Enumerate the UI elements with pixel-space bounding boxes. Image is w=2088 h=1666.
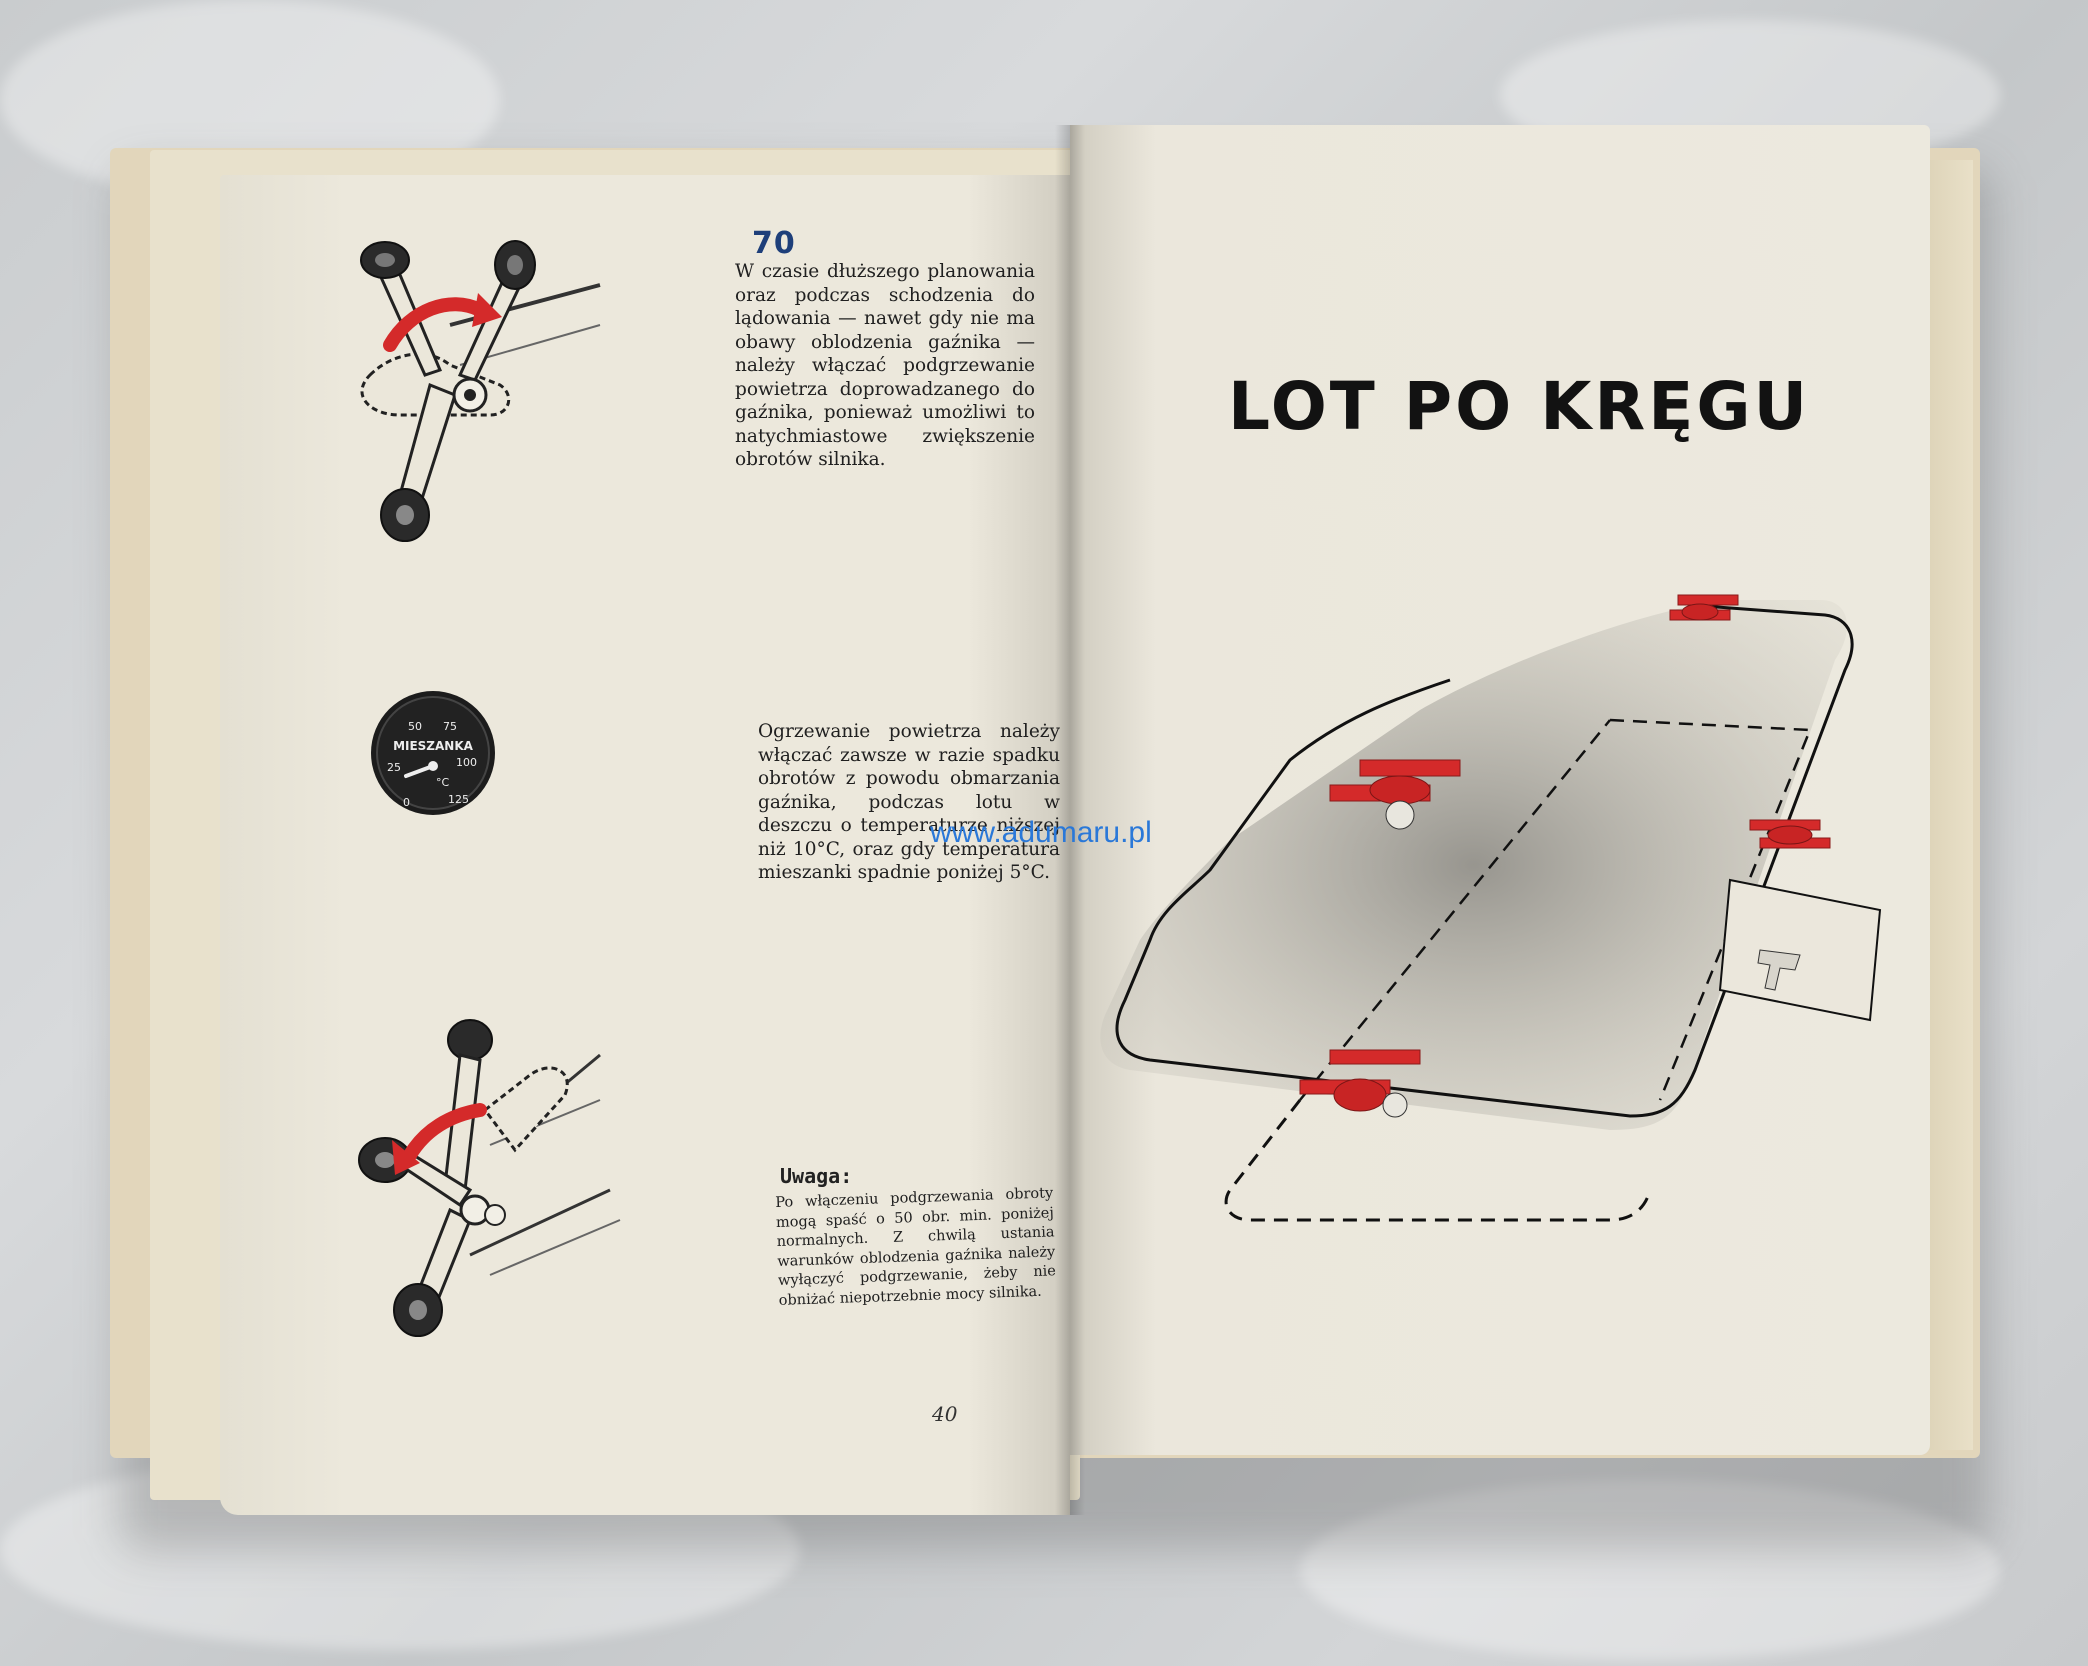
left-page	[220, 175, 1070, 1515]
paragraph-heating: Ogrzewanie powietrza należy włączać zaws…	[758, 721, 1060, 883]
page-number: 40	[932, 1402, 958, 1426]
section-number: 70	[752, 226, 796, 261]
heat-lever-off-illustration	[358, 1019, 621, 1337]
gauge-label: MIESZANKA	[393, 739, 474, 753]
gauge-tick-75: 75	[443, 720, 457, 733]
note-text: Po włączeniu podgrzewania obroty mogą sp…	[775, 1185, 1057, 1309]
paragraph-planning: W czasie dłuższego planowania oraz podcz…	[735, 261, 1035, 470]
watermark: www.adumaru.pl	[930, 816, 1152, 849]
page-edge-right	[1925, 160, 1973, 1450]
gauge-tick-100: 100	[456, 756, 477, 769]
gauge-tick-25: 25	[387, 761, 401, 774]
traffic-pattern-illustration	[1100, 594, 1882, 1222]
gauge-unit: °C	[436, 776, 450, 789]
mixture-temperature-gauge: 50 75 25 100 0 125 MIESZANKA °C	[371, 691, 495, 815]
heat-lever-on-illustration	[360, 240, 601, 542]
gauge-tick-125: 125	[448, 793, 469, 806]
note-title: Uwaga:	[780, 1164, 853, 1188]
biplane-left	[1329, 759, 1461, 830]
biplane-right	[1749, 819, 1831, 849]
gauge-tick-50: 50	[408, 720, 422, 733]
biplane-top	[1669, 594, 1739, 621]
landing-t-marker	[1757, 949, 1801, 991]
book-gutter	[1055, 125, 1085, 1515]
biplane-bottom	[1299, 1049, 1421, 1118]
gauge-tick-0: 0	[403, 796, 410, 809]
page-title: LOT PO KRĘGU	[1228, 368, 1811, 445]
